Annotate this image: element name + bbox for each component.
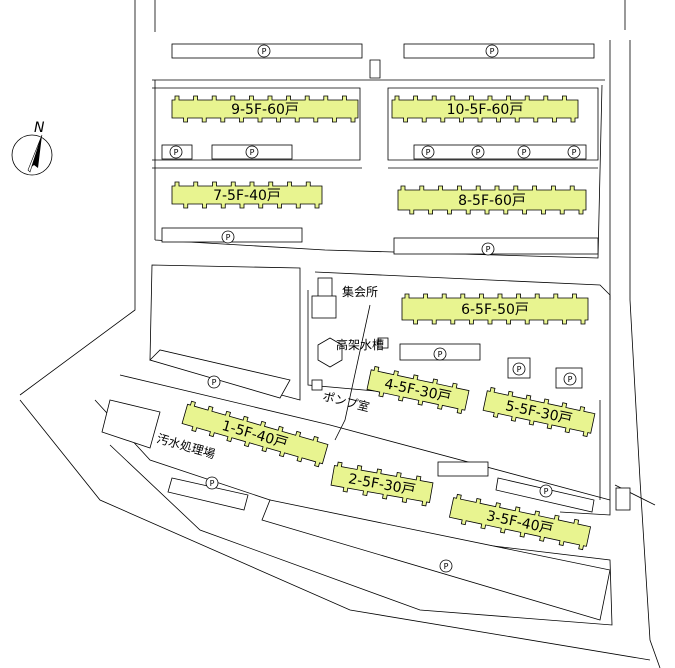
compass-label: N [34, 120, 45, 136]
building-shape [171, 181, 323, 209]
meeting-hall-label: 集会所 [342, 284, 378, 299]
parking-marker: P [426, 148, 431, 157]
building-layer: 9-5F-60戸 10-5F-60戸 7-5F-40戸 8-5F-60戸 6-5F-50… [171, 95, 596, 551]
parking-marker-circle [205, 476, 219, 490]
parking-marker: P [226, 233, 231, 242]
building-b7: 7-5F-40戸 [171, 181, 323, 209]
parking-marker: P [476, 148, 481, 157]
parking-marker-circle [485, 44, 499, 58]
building-shape [391, 95, 579, 123]
facility-structure [437, 461, 489, 477]
parking-marker: P [572, 148, 577, 157]
parking-marker-circle [207, 375, 221, 389]
parking-marker-circle [421, 145, 435, 159]
building-label: 1-5F-40戸 [220, 418, 290, 452]
parking-marker-circle [257, 44, 271, 58]
parking-marker: P [517, 365, 522, 374]
parking-marker-circle [245, 145, 259, 159]
parking-marker: P [438, 350, 443, 359]
building-label: 10-5F-60戸 [447, 102, 524, 118]
parking-marker-circle [512, 362, 526, 376]
parking-marker: P [544, 487, 549, 496]
building-label: 9-5F-60戸 [231, 102, 299, 118]
building-b3: 3-5F-40戸 [448, 493, 592, 551]
parking-marker: P [444, 562, 449, 571]
pump-room-label: ポンプ室 [321, 388, 371, 414]
building-b6: 6-5F-50戸 [401, 293, 589, 325]
parking-lot [167, 477, 249, 511]
parking-marker: P [568, 375, 573, 384]
building-b2: 2-5F-30戸 [330, 461, 434, 507]
parking-marker-circle [221, 230, 235, 244]
road-network [19, 0, 661, 668]
water-tower-shape [317, 337, 343, 368]
parking-marker: P [490, 47, 495, 56]
parking-lot [393, 237, 599, 255]
building-b9: 9-5F-60戸 [171, 95, 359, 123]
north-arrow-icon: N [11, 120, 53, 176]
pump-room-shape [311, 379, 323, 391]
building-label: 8-5F-60戸 [458, 193, 526, 209]
parking-marker: P [210, 479, 215, 488]
building-shape [397, 185, 587, 215]
parking-marker-circle [567, 145, 581, 159]
building-label: 7-5F-40戸 [213, 188, 281, 204]
parking-marker-circle [471, 145, 485, 159]
building-b8: 8-5F-60戸 [397, 185, 587, 215]
parking-marker: P [262, 47, 267, 56]
parking-marker-circle [433, 347, 447, 361]
building-label: 6-5F-50戸 [461, 302, 529, 318]
building-shape [482, 387, 596, 437]
building-b4: 4-5F-30戸 [366, 366, 470, 414]
parking-marker-circle [539, 484, 553, 498]
parking-marker-circle [169, 145, 183, 159]
sewage-plant-label: 汚水処理場 [155, 431, 217, 461]
parking-marker: P [174, 148, 179, 157]
parking-lot [149, 349, 291, 399]
meeting-hall-structure [311, 295, 337, 319]
meeting-hall-structure [317, 277, 333, 299]
parking-marker: P [486, 245, 491, 254]
facility-structure [615, 487, 631, 511]
parking-marker: P [250, 148, 255, 157]
sewage-plant-shape [101, 399, 161, 449]
building-b5: 5-5F-30戸 [482, 387, 596, 437]
building-shape [401, 293, 589, 325]
building-b10: 10-5F-60戸 [391, 95, 579, 123]
water-tower-shape [377, 337, 389, 349]
building-shape [181, 400, 329, 468]
parking-markers: P P P P P P P P P P P P P P P P P [169, 44, 581, 573]
water-tower-label: 高架水槽 [336, 337, 384, 352]
facility-structures [101, 277, 631, 511]
parking-lot [403, 43, 595, 59]
building-shape [330, 461, 434, 507]
parking-marker-circle [517, 145, 531, 159]
parking-marker-circle [563, 372, 577, 386]
parking-marker-circle [481, 242, 495, 256]
parking-lot [261, 499, 611, 621]
parking-marker: P [212, 378, 217, 387]
building-shape [448, 493, 592, 551]
building-shape [171, 95, 359, 123]
parking-marker: P [522, 148, 527, 157]
parking-lot [413, 144, 587, 160]
building-shape [366, 366, 470, 414]
parking-marker-circle [439, 559, 453, 573]
